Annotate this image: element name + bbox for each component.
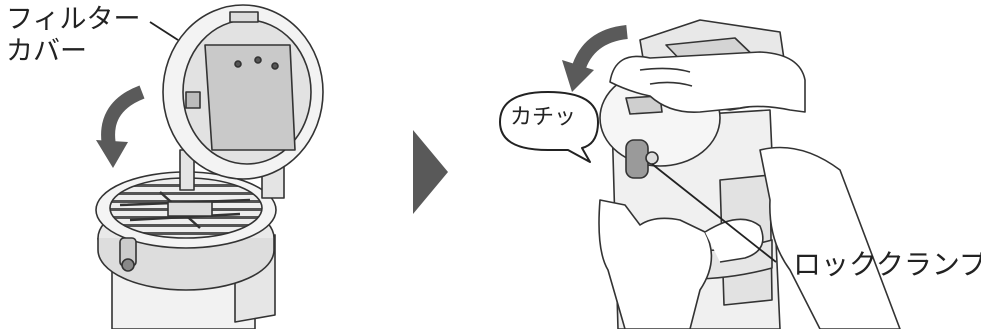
lock-clamp-label: ロッククランプ (793, 249, 981, 281)
filter-cover-leader (150, 22, 178, 40)
side-hand (760, 148, 900, 330)
filter-cover-tab (230, 12, 258, 22)
filter-cover-hole-3 (272, 63, 278, 69)
left-appliance (96, 5, 323, 329)
filter-cover-label-line2: カバー (6, 36, 87, 68)
triangle-right-icon (413, 130, 448, 214)
filter-cover-screw (186, 92, 200, 108)
filter-cover-hole-2 (255, 57, 261, 63)
left-latch-knob (122, 259, 134, 271)
lock-clamp-pin (646, 152, 658, 164)
lock-clamp (626, 140, 648, 178)
filter-cover-label-line1: フィルター (6, 4, 140, 36)
click-sound-label: カチッ (510, 102, 576, 134)
filter-cover-hole-1 (235, 61, 241, 67)
filter-cover-recess (205, 45, 295, 150)
right-appliance (599, 20, 900, 329)
left-filter-handle (168, 202, 212, 216)
curved-arrow-icon (96, 92, 142, 168)
